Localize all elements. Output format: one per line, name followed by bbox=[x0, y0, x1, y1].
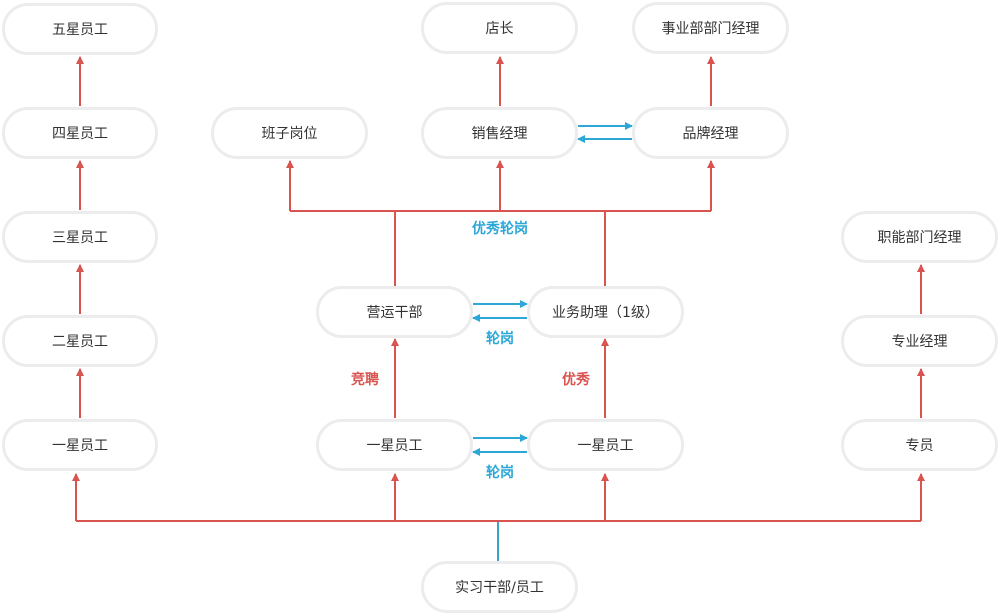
node-functional-dept-manager: 职能部门经理 bbox=[841, 211, 998, 263]
node-four-star: 四星员工 bbox=[2, 107, 158, 159]
node-business-assistant: 业务助理（1级） bbox=[527, 286, 684, 338]
node-team-post: 班子岗位 bbox=[211, 107, 368, 159]
node-intern: 实习干部/员工 bbox=[421, 561, 578, 613]
label-excellent: 优秀 bbox=[562, 372, 590, 388]
node-sales-manager: 销售经理 bbox=[421, 107, 578, 159]
node-five-star: 五星员工 bbox=[2, 3, 158, 55]
node-brand-manager: 品牌经理 bbox=[632, 107, 789, 159]
node-one-star-right: 一星员工 bbox=[527, 419, 684, 471]
node-professional-manager: 专业经理 bbox=[841, 315, 998, 367]
label-rotation-lower: 轮岗 bbox=[486, 465, 514, 481]
label-excellent-rotation: 优秀轮岗 bbox=[472, 221, 528, 237]
label-rotation-upper: 轮岗 bbox=[486, 331, 514, 347]
node-one-star-mid: 一星员工 bbox=[316, 419, 473, 471]
node-three-star: 三星员工 bbox=[2, 211, 158, 263]
node-one-star-left: 一星员工 bbox=[2, 419, 158, 471]
node-store-manager: 店长 bbox=[421, 2, 578, 54]
node-specialist: 专员 bbox=[841, 419, 998, 471]
node-operations-cadre: 营运干部 bbox=[316, 286, 473, 338]
node-two-star: 二星员工 bbox=[2, 315, 158, 367]
node-business-dept-manager: 事业部部门经理 bbox=[632, 2, 789, 54]
label-compete: 竞聘 bbox=[351, 372, 379, 388]
